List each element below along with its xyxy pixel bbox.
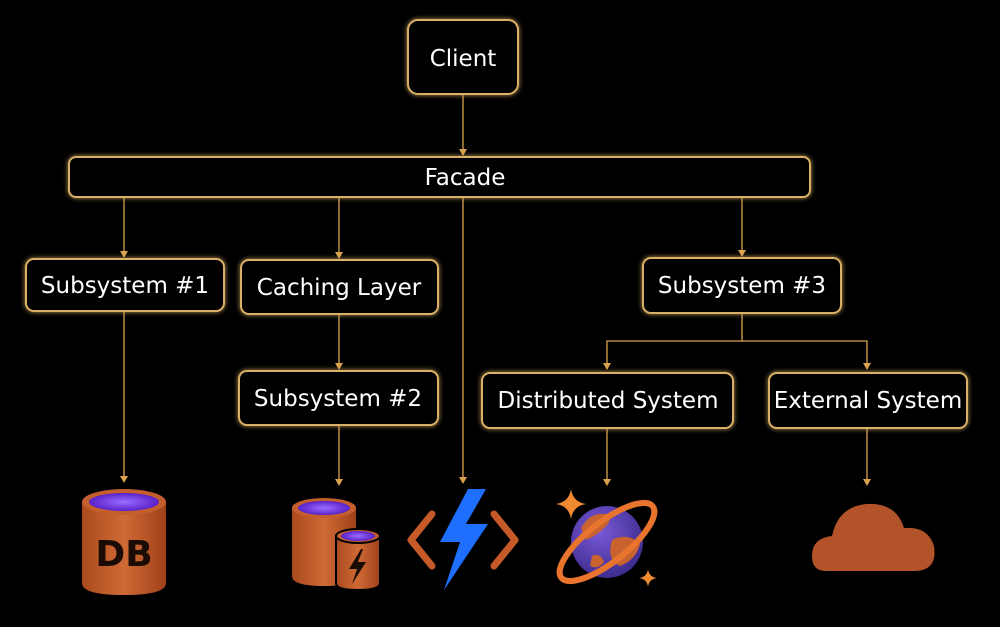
facade-node[interactable]: Facade (68, 156, 811, 198)
cache-database-icon (292, 498, 381, 592)
lightning-icon (349, 549, 366, 584)
arrowhead (335, 363, 343, 370)
facade-label: Facade (425, 165, 506, 191)
arrowhead (120, 251, 128, 258)
client-node[interactable]: Client (407, 19, 519, 95)
subsystem2-label: Subsystem #2 (254, 386, 422, 412)
subsystem1-node[interactable]: Subsystem #1 (25, 258, 225, 312)
subsystem2-node[interactable]: Subsystem #2 (238, 370, 439, 426)
arrowhead (120, 476, 128, 483)
arrowhead (459, 477, 467, 484)
caching-layer-label: Caching Layer (257, 275, 422, 301)
database-icon-label: DB (95, 534, 152, 575)
arrowhead (863, 479, 871, 486)
subsystem3-node[interactable]: Subsystem #3 (642, 257, 842, 314)
azure-function-icon (407, 489, 519, 590)
cosmos-db-planet-icon (556, 489, 658, 587)
arrowhead (335, 252, 343, 259)
distributed-system-label: Distributed System (498, 388, 719, 414)
distributed-system-node[interactable]: Distributed System (481, 372, 734, 429)
client-label: Client (430, 46, 497, 72)
subsystem3-label: Subsystem #3 (658, 273, 826, 299)
arrowhead (603, 363, 611, 370)
external-system-label: External System (774, 388, 963, 414)
caching-layer-node[interactable]: Caching Layer (240, 259, 439, 315)
connector-subsystem3-split-right (742, 340, 868, 364)
connectors (120, 95, 871, 486)
connector-subsystem3-split (606, 313, 743, 364)
arrowhead (335, 479, 343, 486)
database-icon: DB (82, 489, 166, 595)
arrowhead (738, 250, 746, 257)
arrowhead (603, 479, 611, 486)
subsystem1-label: Subsystem #1 (41, 273, 209, 299)
cloud-icon (812, 503, 935, 571)
lightning-bolt-icon (440, 489, 488, 590)
external-system-node[interactable]: External System (768, 372, 968, 429)
arrowhead (459, 149, 467, 156)
arrowhead (863, 363, 871, 370)
